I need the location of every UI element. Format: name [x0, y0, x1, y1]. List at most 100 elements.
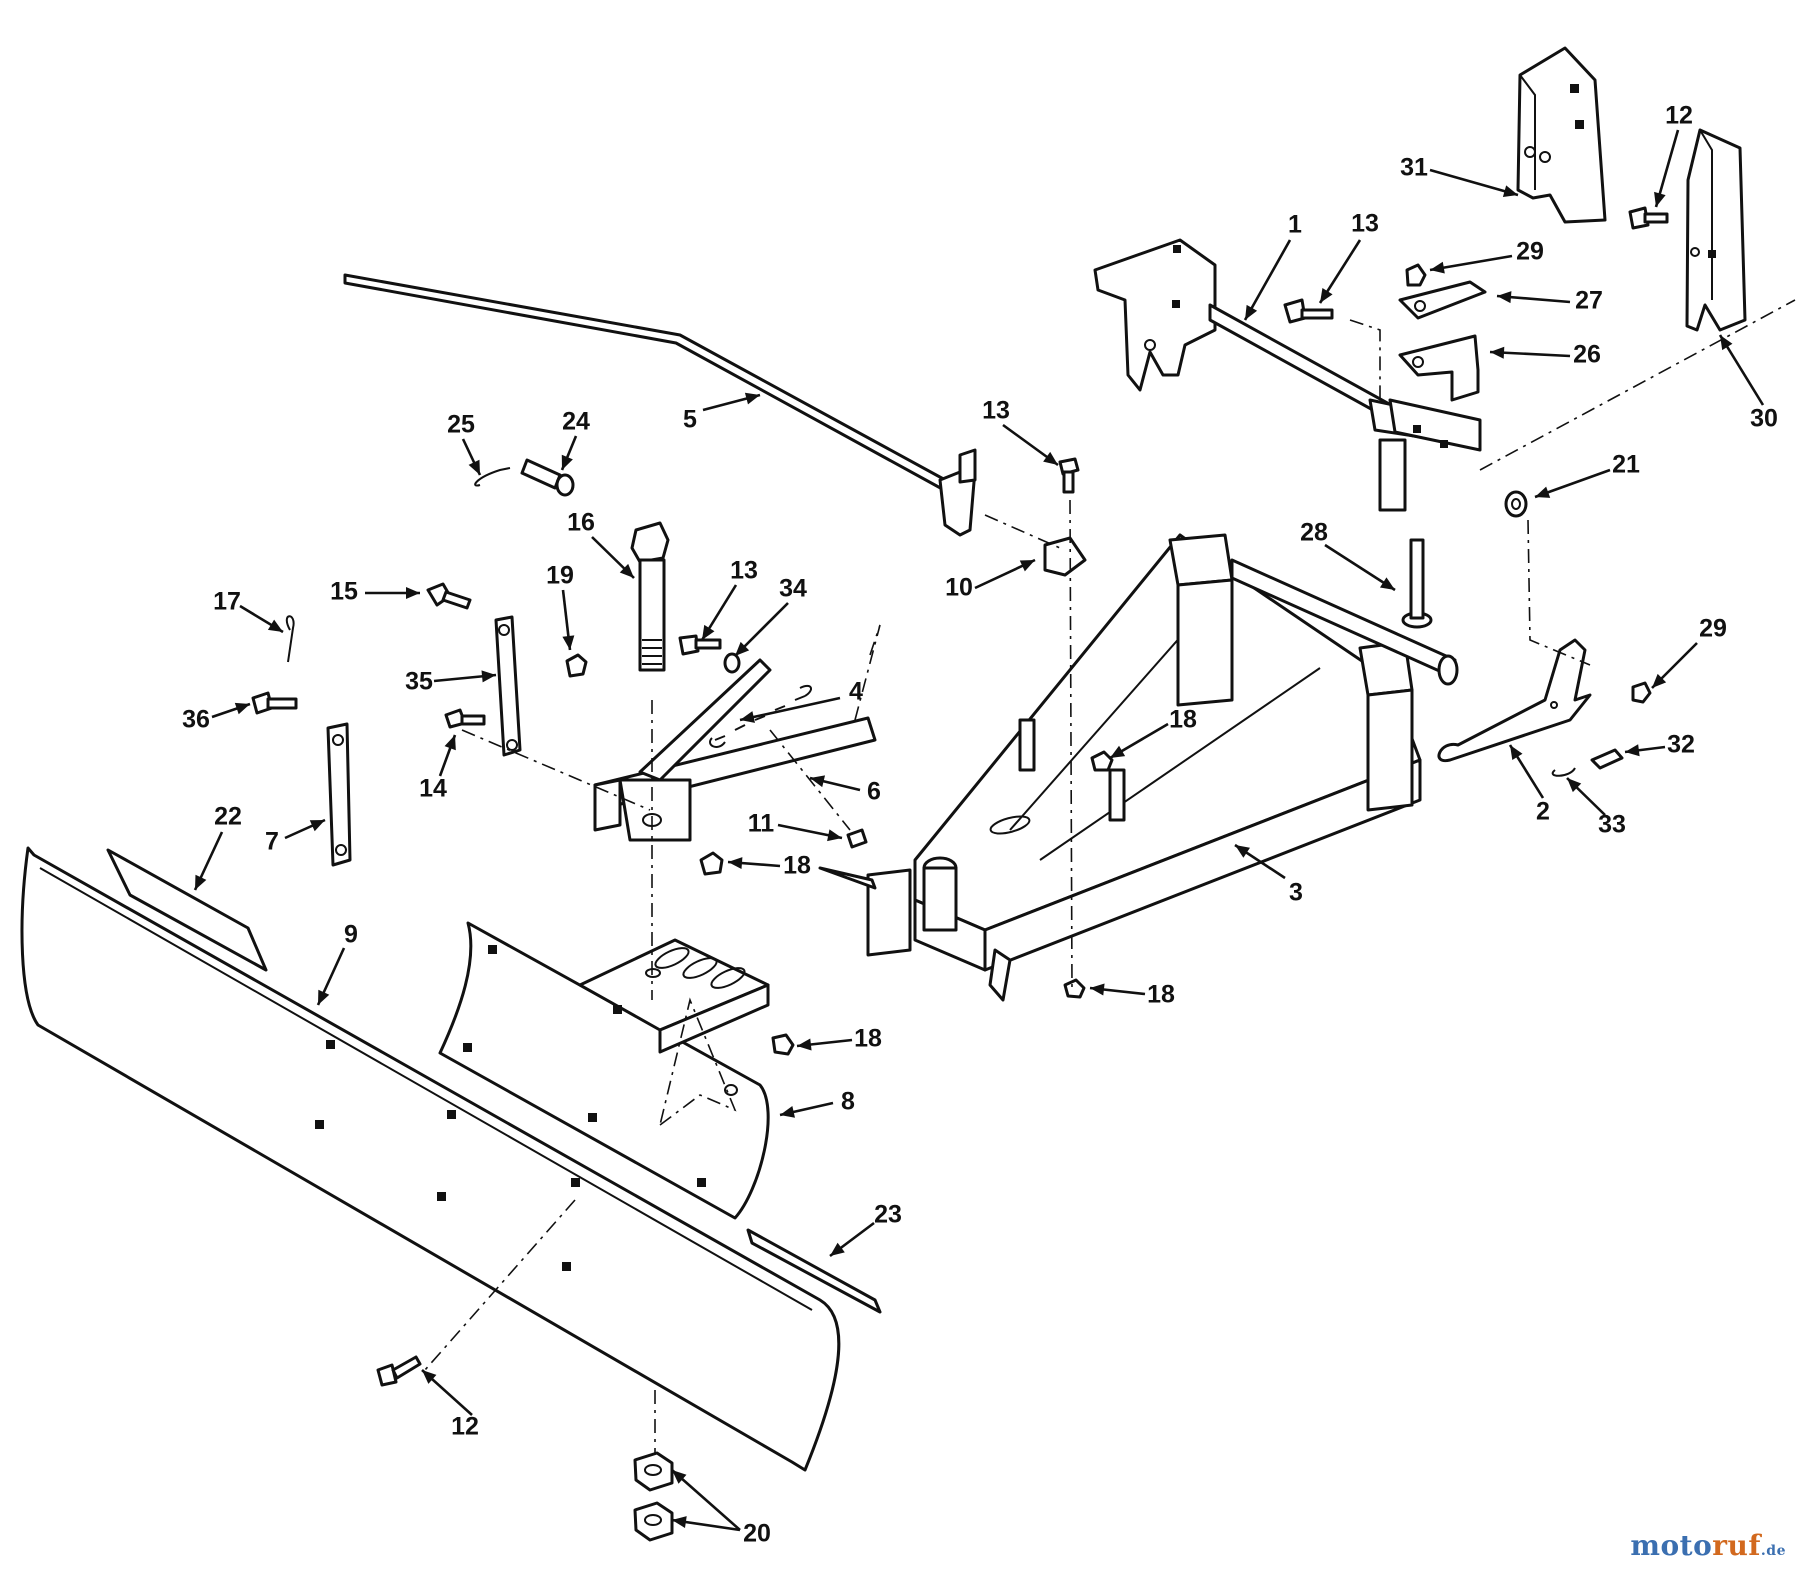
arrowhead: [267, 619, 283, 632]
arrowhead: [1090, 983, 1105, 996]
callout-27: 27: [1575, 287, 1603, 315]
callout-15: 15: [330, 578, 358, 606]
callout-29a: 29: [1516, 238, 1544, 266]
arrowhead: [406, 587, 420, 599]
blade-part: [20, 846, 841, 1472]
callout-13b: 13: [982, 397, 1010, 425]
callout-12b: 12: [451, 1413, 479, 1441]
bolt-28: [1401, 538, 1433, 629]
callout-31: 31: [1400, 154, 1428, 182]
callout-10: 10: [945, 574, 973, 602]
clamp-plate-27: [1398, 280, 1487, 320]
callout-12a: 12: [1665, 102, 1693, 130]
callout-13a: 13: [1351, 210, 1379, 238]
arrowhead: [827, 829, 842, 842]
arrowhead: [1625, 744, 1640, 757]
arrowhead: [728, 857, 743, 870]
wear-strip-right: [746, 1228, 882, 1314]
callout-20: 20: [743, 1520, 771, 1548]
callout-3: 3: [1289, 879, 1303, 907]
hitch-plate-30: [1685, 128, 1747, 332]
callout-13c: 13: [730, 557, 758, 585]
callout-8: 8: [841, 1088, 855, 1116]
arrowhead: [1430, 261, 1445, 274]
watermark-logo: motoruf.de: [1630, 1529, 1786, 1562]
arrowhead: [810, 775, 826, 788]
arrowhead: [1320, 287, 1333, 303]
callout-35: 35: [405, 668, 433, 696]
clamp-bracket-26: [1398, 334, 1480, 402]
callout-21: 21: [1612, 451, 1640, 479]
callout-26: 26: [1573, 341, 1601, 369]
arrowhead: [672, 1516, 687, 1528]
arrowhead: [309, 820, 325, 832]
callout-5: 5: [683, 406, 697, 434]
pivot-block: [1043, 536, 1087, 577]
spring: [709, 684, 812, 748]
arrowhead: [1502, 185, 1518, 197]
arrowhead: [1245, 304, 1258, 320]
lift-handle-rod: [343, 273, 977, 537]
hitch-plate-31: [1516, 46, 1607, 224]
callout-17: 17: [213, 588, 241, 616]
wear-strip-left: [106, 848, 268, 972]
arrowhead: [1720, 335, 1733, 351]
long-bolt-16: [630, 521, 670, 672]
arrowhead: [830, 1242, 845, 1256]
callout-6: 6: [867, 778, 881, 806]
arrowhead: [561, 454, 573, 470]
arrowhead: [468, 459, 480, 475]
callout-25: 25: [447, 411, 475, 439]
arrowhead: [1497, 291, 1512, 304]
arrowhead: [422, 1370, 437, 1384]
callout-18b: 18: [783, 852, 811, 880]
callout-4: 4: [849, 678, 863, 706]
callout-18a: 18: [1169, 706, 1197, 734]
callout-18c: 18: [1147, 981, 1175, 1009]
arrowhead: [318, 989, 330, 1005]
callout-23: 23: [874, 1201, 902, 1229]
latch-2: [1437, 638, 1592, 763]
leader-lines: [193, 129, 1765, 1532]
lift-arm-bracket: [593, 658, 877, 842]
blade-mount-plate: [438, 921, 770, 1220]
leader-line: [1429, 168, 1519, 197]
arrowhead: [619, 563, 634, 578]
arrowhead: [195, 874, 207, 890]
callout-22: 22: [214, 803, 242, 831]
mounting-bracket: [1093, 238, 1482, 512]
arrowhead: [1043, 451, 1058, 465]
arrowhead: [735, 641, 750, 656]
callout-18d: 18: [854, 1025, 882, 1053]
callout-28: 28: [1300, 519, 1328, 547]
leader-line: [739, 696, 841, 722]
hardware: [251, 206, 1669, 1542]
link-35: [494, 615, 522, 757]
arrowhead: [1535, 486, 1551, 498]
arrowhead: [1652, 673, 1667, 688]
a-frame: [818, 533, 1459, 1002]
arrowhead: [702, 624, 715, 640]
arrowhead: [444, 735, 456, 751]
callout-36: 36: [182, 706, 210, 734]
arrowhead: [1379, 577, 1395, 590]
callout-16: 16: [567, 509, 595, 537]
callout-32: 32: [1667, 731, 1695, 759]
callout-33: 33: [1598, 811, 1626, 839]
link-7: [326, 722, 352, 867]
callout-14: 14: [419, 775, 447, 803]
callout-11: 11: [748, 810, 775, 838]
callout-19: 19: [546, 562, 574, 590]
arrowhead: [740, 711, 755, 723]
arrowhead: [1567, 778, 1582, 793]
leader-line: [1243, 239, 1292, 321]
callout-30: 30: [1750, 405, 1778, 433]
callout-9: 9: [344, 921, 358, 949]
callout-labels: 1 2 3 4 5 6 7 8 9 10 11 12 12 13 13 13 1…: [182, 102, 1778, 1548]
leader-line: [671, 1469, 741, 1531]
arrowhead: [234, 702, 250, 715]
assembly-center-lines: [424, 299, 1796, 1455]
arrowhead: [1110, 745, 1126, 758]
arrowhead: [1019, 560, 1035, 572]
